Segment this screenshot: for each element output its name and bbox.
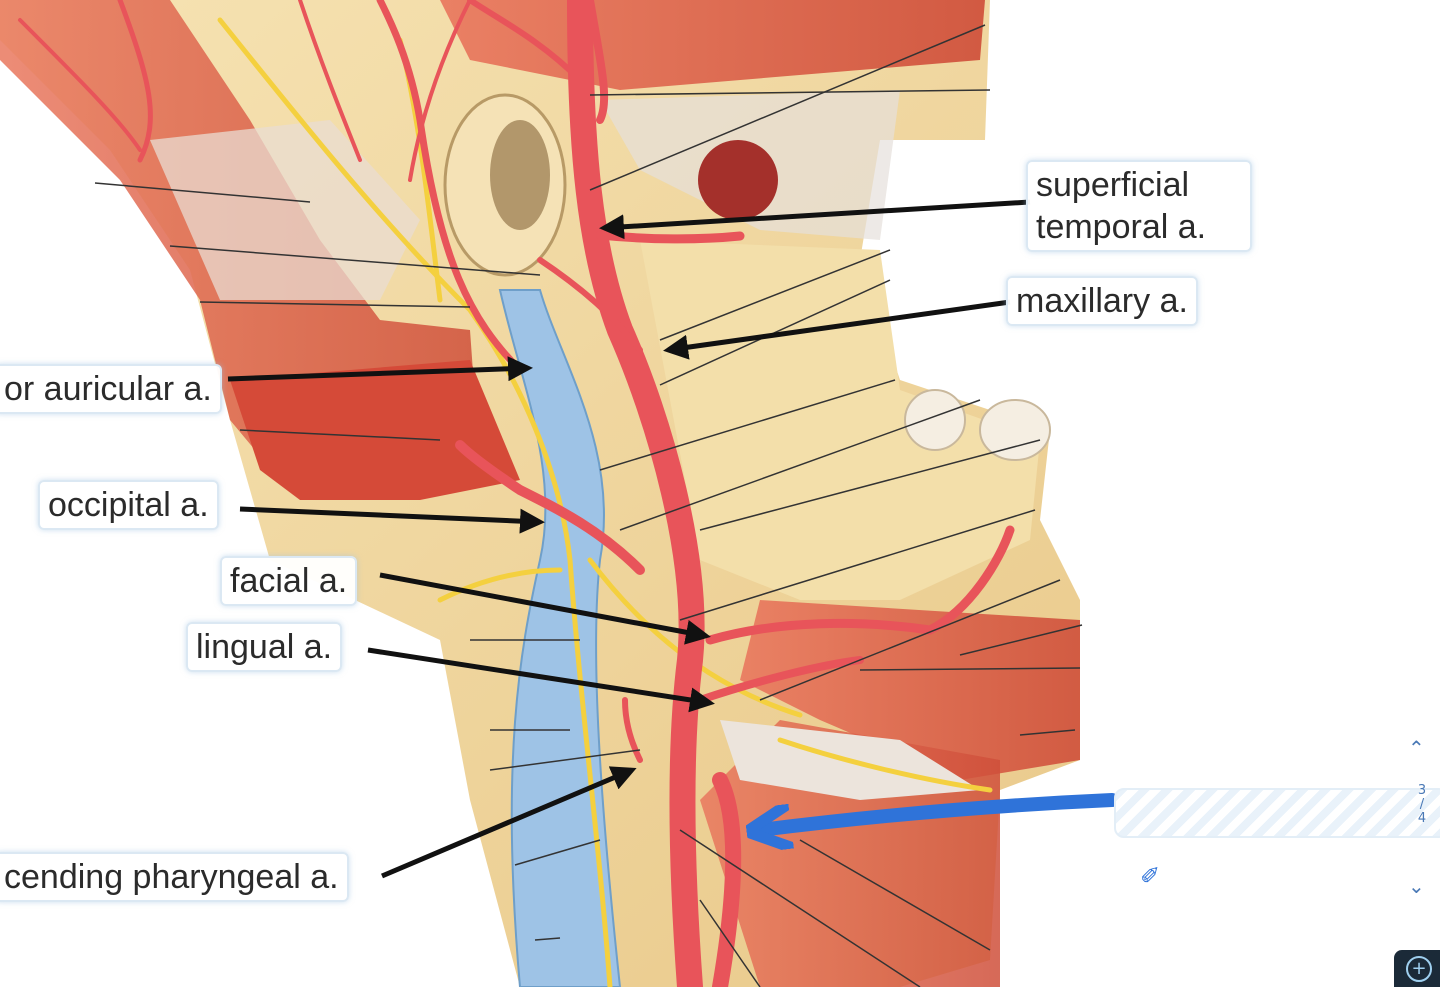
- zoom-in-icon: +: [1406, 956, 1432, 982]
- arrow-ascending-pharyngeal: [381, 766, 637, 879]
- tissue-background: [0, 0, 1080, 987]
- arrow-occipital: [239, 506, 545, 534]
- label-superficial-temporal: superficial temporal a.: [1026, 160, 1252, 252]
- label-arrows: [227, 199, 1031, 879]
- page-current: 3: [1417, 783, 1427, 798]
- blue-annotation-arrow: [760, 793, 1119, 830]
- arrow-maxillary: [663, 299, 1011, 360]
- page-indicator: 3 / 4: [1412, 784, 1432, 826]
- arrow-lingual: [367, 647, 715, 713]
- label-posterior-auricular: or auricular a.: [0, 364, 222, 414]
- chevron-down-icon[interactable]: ⌄: [1408, 874, 1425, 898]
- chevron-up-icon[interactable]: ⌃: [1408, 736, 1425, 760]
- label-ascending-pharyngeal: cending pharyngeal a.: [0, 852, 349, 902]
- leader-lines: [94, 24, 1083, 987]
- label-maxillary: maxillary a.: [1006, 276, 1198, 326]
- zoom-in-button[interactable]: +: [1394, 950, 1440, 987]
- arteries: [18, 0, 1015, 987]
- arrow-facial: [379, 572, 711, 645]
- page-separator: /: [1419, 797, 1425, 812]
- label-facial: facial a.: [220, 556, 358, 606]
- pen-icon[interactable]: ✐: [1140, 862, 1161, 890]
- arrow-superficial-temporal: [599, 199, 1031, 240]
- page-total: 4: [1417, 811, 1427, 826]
- arrow-posterior-auricular: [227, 356, 533, 382]
- label-lingual: lingual a.: [186, 622, 343, 672]
- hidden-answer-box[interactable]: [1114, 788, 1440, 838]
- label-occipital: occipital a.: [38, 480, 219, 530]
